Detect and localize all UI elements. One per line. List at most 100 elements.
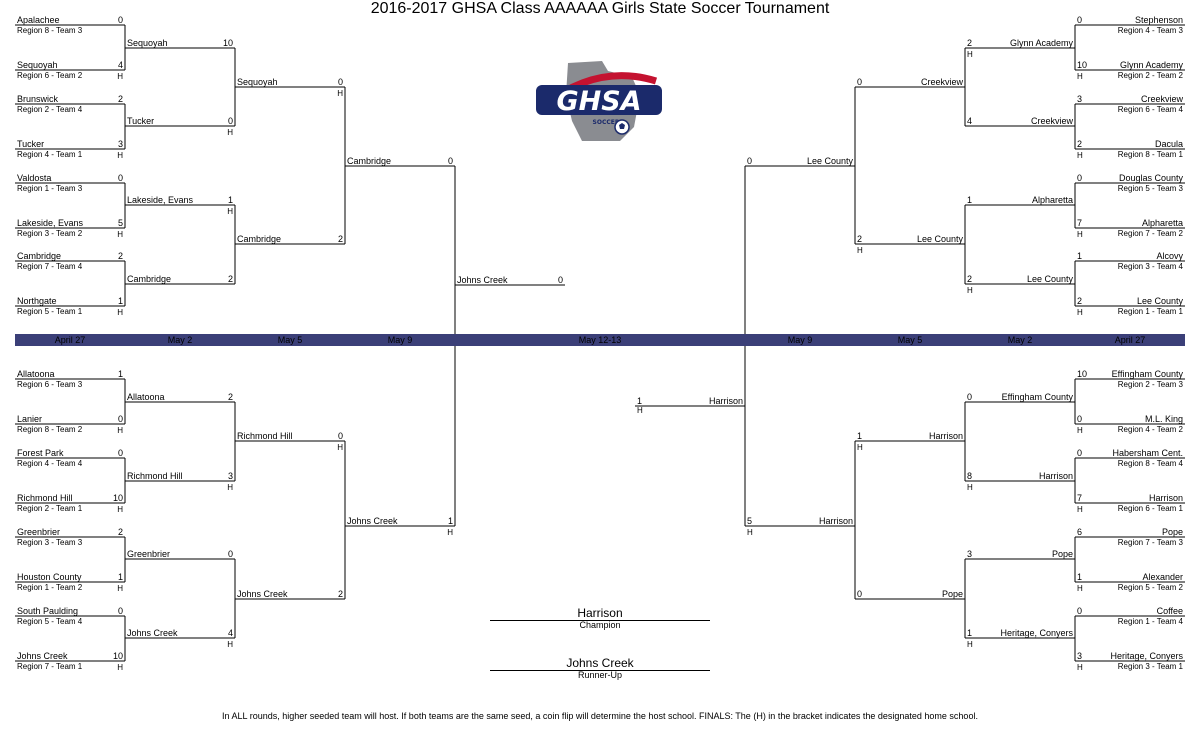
score: 0 <box>338 431 343 441</box>
score: 5 <box>747 516 752 526</box>
seed-label: Region 5 - Team 3 <box>1118 184 1184 193</box>
seed-label: Region 2 - Team 4 <box>17 105 83 114</box>
seed-label: Region 8 - Team 4 <box>1118 459 1184 468</box>
score: 3 <box>1077 651 1082 661</box>
score: 1 <box>857 431 862 441</box>
home-marker: H <box>1077 505 1083 514</box>
score: 2 <box>118 527 123 537</box>
score: 0 <box>338 77 343 87</box>
team-name: Douglas County <box>1119 173 1184 183</box>
home-marker: H <box>1077 308 1083 317</box>
team-name: Glynn Academy <box>1010 38 1074 48</box>
home-marker: H <box>117 230 123 239</box>
seed-label: Region 7 - Team 1 <box>17 662 83 671</box>
score: 0 <box>1077 15 1082 25</box>
score: 2 <box>338 589 343 599</box>
runner-up-label: Runner-Up <box>577 670 623 680</box>
round-date-label: April 27 <box>1115 335 1146 345</box>
seed-label: Region 2 - Team 3 <box>1118 380 1184 389</box>
team-name: Coffee <box>1157 606 1183 616</box>
seed-label: Region 7 - Team 4 <box>17 262 83 271</box>
score: 1 <box>637 396 642 406</box>
team-name: Johns Creek <box>127 628 178 638</box>
team-name: Johns Creek <box>237 589 288 599</box>
score: 0 <box>118 414 123 424</box>
team-name: Richmond Hill <box>127 471 183 481</box>
champion-name: Harrison <box>577 606 623 620</box>
team-name: Stephenson <box>1135 15 1183 25</box>
seed-label: Region 5 - Team 4 <box>17 617 83 626</box>
team-name: Dacula <box>1155 139 1183 149</box>
score: 0 <box>558 275 563 285</box>
score: 1 <box>967 195 972 205</box>
score: 0 <box>118 448 123 458</box>
team-name: Effingham County <box>1002 392 1074 402</box>
score: 2 <box>1077 296 1082 306</box>
score: 0 <box>1077 606 1082 616</box>
round-date-label: May 9 <box>388 335 413 345</box>
team-name: Houston County <box>17 572 82 582</box>
home-marker: H <box>1077 230 1083 239</box>
seed-label: Region 2 - Team 1 <box>17 504 83 513</box>
team-name: Allatoona <box>127 392 165 402</box>
team-name: Northgate <box>17 296 57 306</box>
team-name: Harrison <box>709 396 743 406</box>
score: 3 <box>118 139 123 149</box>
round-date-label: May 12-13 <box>579 335 622 345</box>
team-name: Lee County <box>1137 296 1184 306</box>
score: 2 <box>118 94 123 104</box>
team-name: Sequoyah <box>17 60 58 70</box>
home-marker: H <box>117 308 123 317</box>
team-name: Effingham County <box>1112 369 1184 379</box>
home-marker: H <box>227 207 233 216</box>
seed-label: Region 3 - Team 2 <box>17 229 83 238</box>
score: 2 <box>228 392 233 402</box>
team-name: Allatoona <box>17 369 55 379</box>
seed-label: Region 4 - Team 3 <box>1118 26 1184 35</box>
round-date-label: May 2 <box>168 335 193 345</box>
score: 1 <box>118 572 123 582</box>
team-name: Lee County <box>917 234 964 244</box>
team-name: Lee County <box>807 156 854 166</box>
team-name: Apalachee <box>17 15 60 25</box>
team-name: Richmond Hill <box>17 493 73 503</box>
score: 5 <box>118 218 123 228</box>
team-name: Alpharetta <box>1032 195 1073 205</box>
score: 2 <box>228 274 233 284</box>
score: 0 <box>747 156 752 166</box>
seed-label: Region 6 - Team 2 <box>17 71 83 80</box>
score: 2 <box>338 234 343 244</box>
score: 0 <box>1077 414 1082 424</box>
team-name: Harrison <box>819 516 853 526</box>
round-date-label: May 2 <box>1008 335 1033 345</box>
seed-label: Region 3 - Team 3 <box>17 538 83 547</box>
seed-label: Region 1 - Team 3 <box>17 184 83 193</box>
seed-label: Region 2 - Team 2 <box>1118 71 1184 80</box>
team-name: Cambridge <box>237 234 281 244</box>
score: 1 <box>1077 251 1082 261</box>
team-name: Johns Creek <box>17 651 68 661</box>
round-date-label: May 9 <box>788 335 813 345</box>
home-marker: H <box>117 505 123 514</box>
home-marker: H <box>447 528 453 537</box>
round-date-band <box>15 334 1185 346</box>
home-marker: H <box>117 72 123 81</box>
score: 1 <box>118 296 123 306</box>
seed-label: Region 6 - Team 1 <box>1118 504 1184 513</box>
seed-label: Region 1 - Team 1 <box>1118 307 1184 316</box>
team-name: Lakeside, Evans <box>127 195 194 205</box>
team-name: Sequoyah <box>127 38 168 48</box>
home-marker: H <box>857 246 863 255</box>
home-marker: H <box>967 640 973 649</box>
home-marker: H <box>1077 584 1083 593</box>
team-name: Tucker <box>127 116 154 126</box>
home-marker: H <box>227 483 233 492</box>
score: 10 <box>223 38 233 48</box>
team-name: Forest Park <box>17 448 64 458</box>
score: 0 <box>967 392 972 402</box>
team-name: Pope <box>1162 527 1183 537</box>
team-name: Lakeside, Evans <box>17 218 84 228</box>
score: 3 <box>228 471 233 481</box>
team-name: Sequoyah <box>237 77 278 87</box>
